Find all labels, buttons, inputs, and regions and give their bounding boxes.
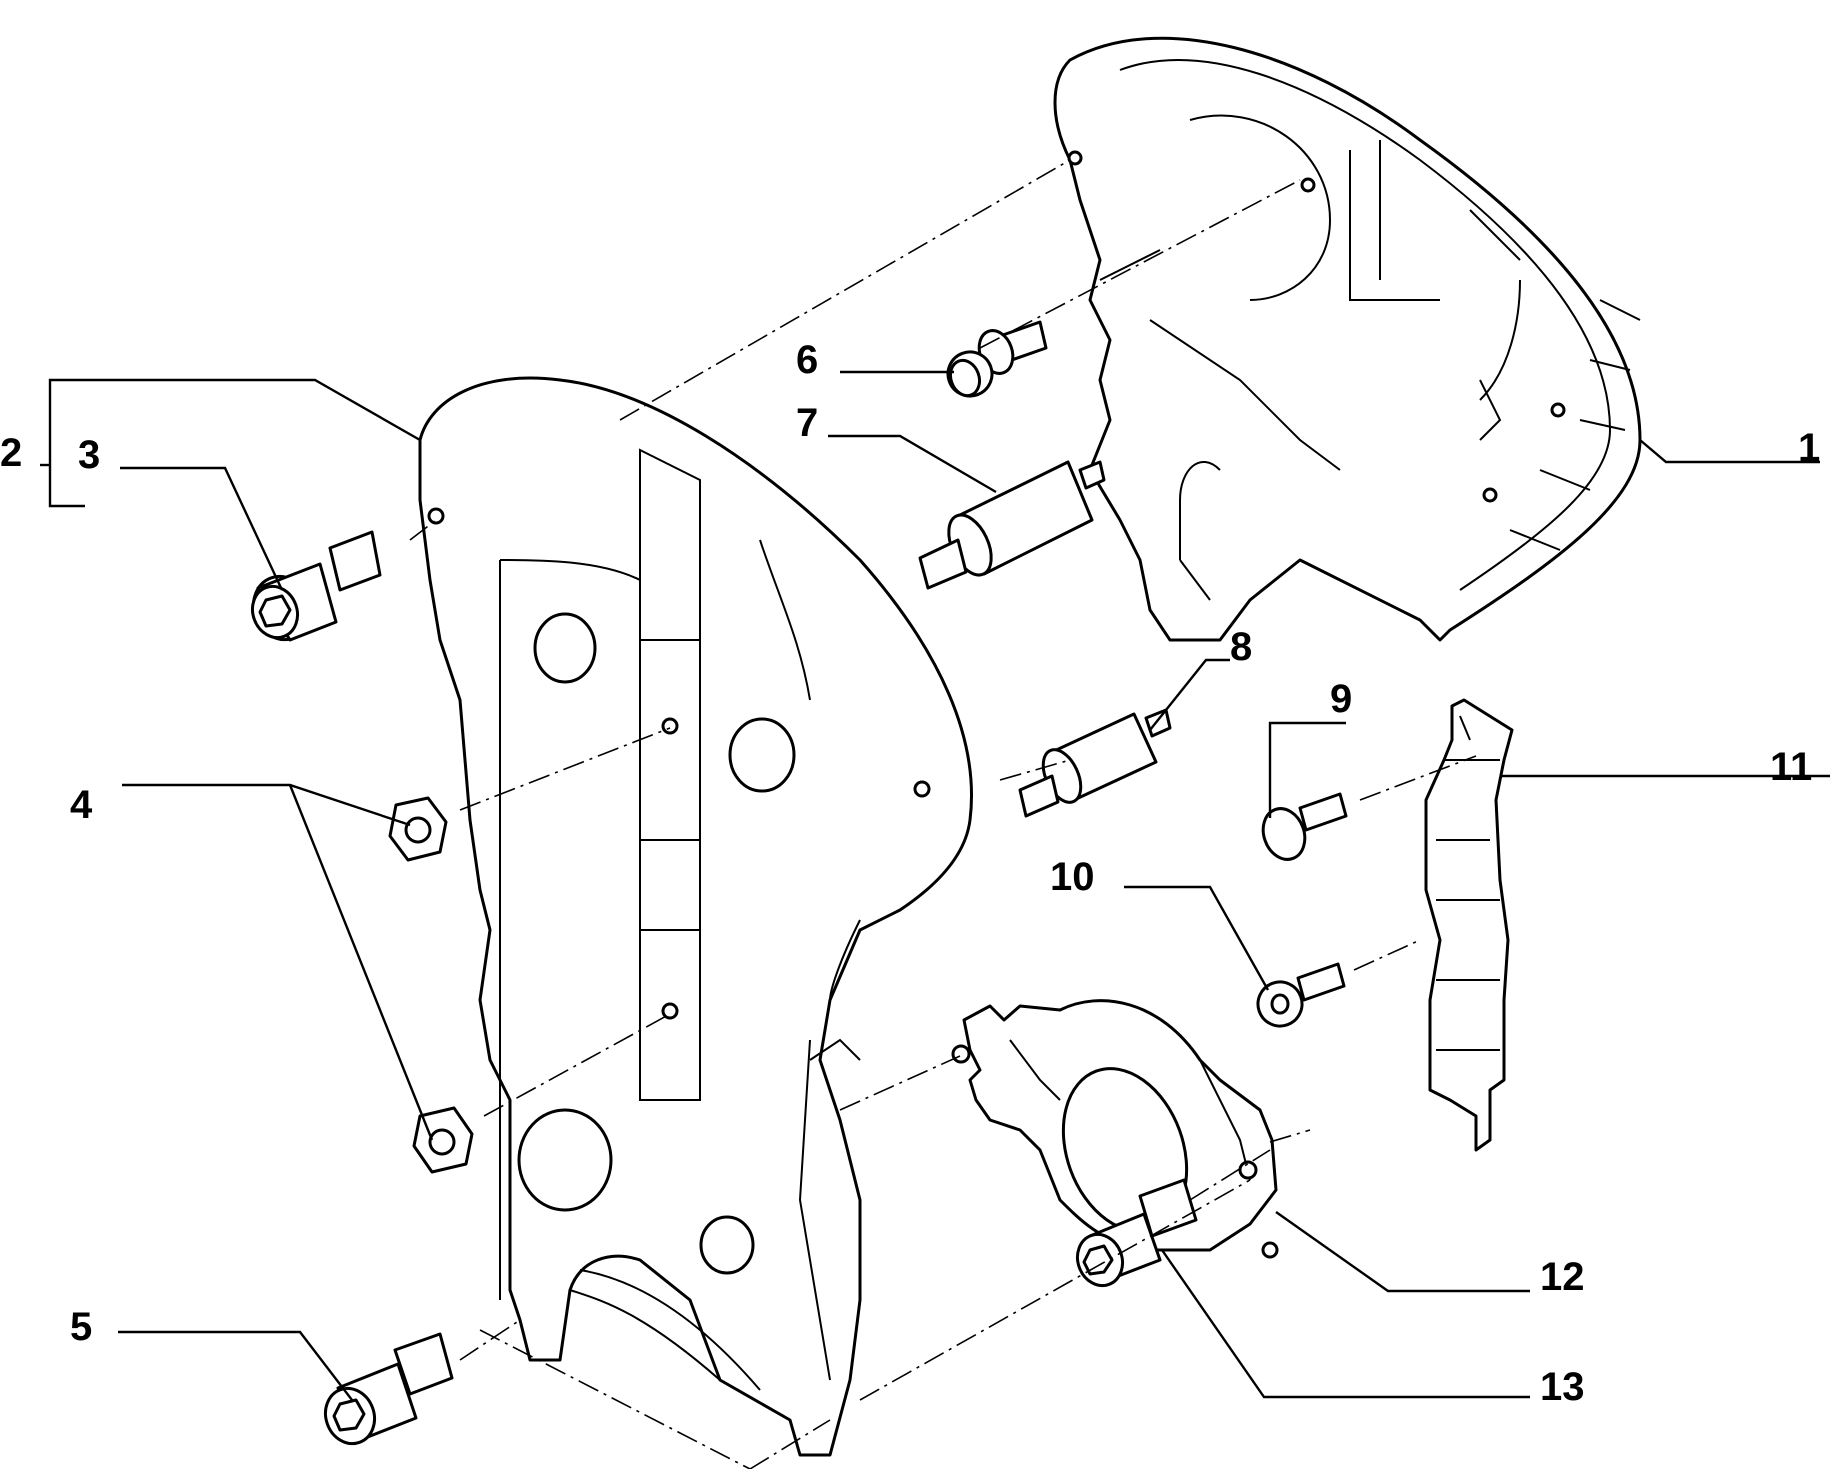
- callout-3: 3: [78, 433, 100, 477]
- part-4-nut-upper: [388, 796, 448, 862]
- callout-7: 7: [796, 401, 818, 445]
- part-12-seal-plate: [951, 999, 1279, 1259]
- callout-1: 1: [1798, 426, 1820, 470]
- callout-8: 8: [1230, 625, 1252, 669]
- part-3-screw: [250, 530, 382, 642]
- part-11-bracket: [1424, 698, 1514, 1152]
- callout-4: 4: [70, 783, 93, 827]
- part-6-bolt: [946, 320, 1048, 398]
- callout-2: 2: [0, 431, 22, 475]
- assembly-axes: [409, 159, 1477, 1469]
- part-10-bolt: [1256, 962, 1346, 1028]
- part-7-spacer: [918, 460, 1106, 590]
- callout-5: 5: [70, 1305, 92, 1349]
- callout-6: 6: [796, 338, 818, 382]
- callout-11: 11: [1770, 745, 1812, 789]
- callout-13: 13: [1540, 1365, 1585, 1409]
- part-4-nut-lower: [412, 1106, 474, 1174]
- callout-9: 9: [1330, 677, 1352, 721]
- callout-10: 10: [1050, 855, 1095, 899]
- part-8-spacer: [1018, 708, 1172, 818]
- part-1-rear-cover: [1053, 36, 1642, 642]
- part-5-screw: [323, 1332, 454, 1446]
- leader-lines: [40, 370, 1830, 1401]
- callout-12: 12: [1540, 1255, 1585, 1299]
- part-13-screw: [1075, 1178, 1198, 1288]
- part-2-front-cover: [418, 376, 973, 1457]
- part-9-bolt: [1261, 792, 1348, 861]
- callout-labels: 1 2 3 4 5 6 7 8 9 10 11 12 13: [0, 338, 1820, 1409]
